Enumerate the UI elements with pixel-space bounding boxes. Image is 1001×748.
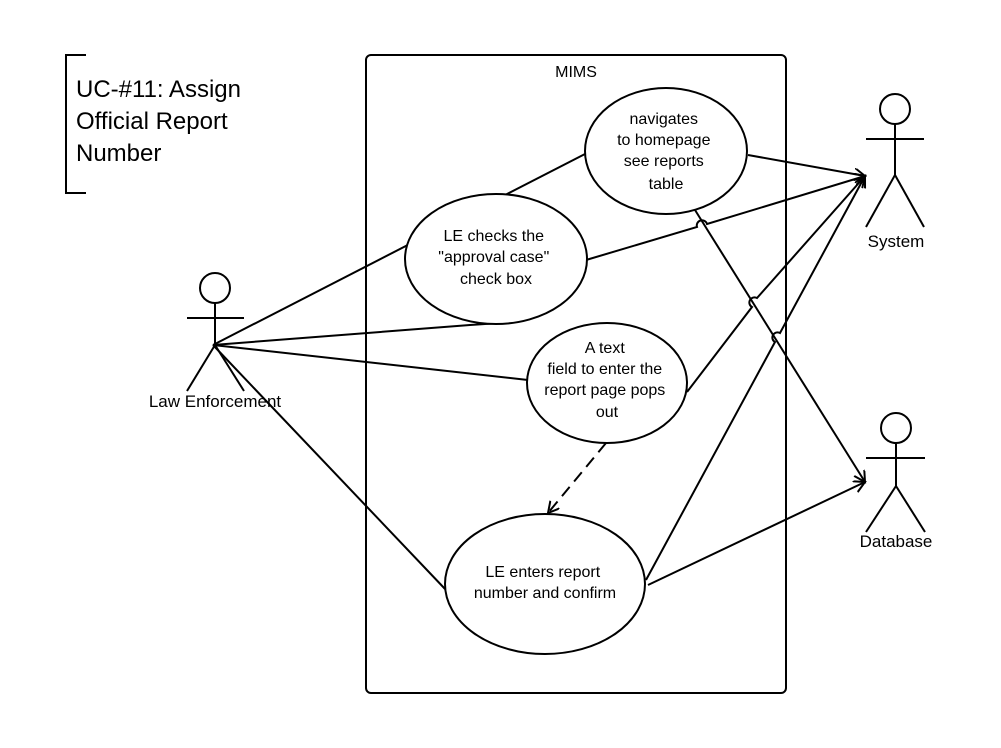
use-case-text-field-line-3: report page pops bbox=[544, 382, 665, 399]
use-case-text-field bbox=[526, 322, 688, 444]
diagram-title: UC-#11: Assign Official Report Number bbox=[76, 76, 248, 167]
association-text-field-system bbox=[686, 176, 865, 393]
association-le-enter-report bbox=[212, 344, 447, 591]
use-case-check-box-line-1: LE checks the bbox=[444, 228, 545, 245]
actor-database-label: Database bbox=[860, 532, 933, 551]
actor-system: System bbox=[865, 93, 925, 251]
title-bracket bbox=[65, 54, 86, 194]
use-case-navigate-line-4: table bbox=[649, 176, 684, 193]
actor-law-enforcement-head bbox=[199, 272, 231, 304]
use-case-navigate-line-1: navigates bbox=[630, 111, 699, 128]
use-case-navigate-line-2: to homepage bbox=[617, 132, 711, 149]
system-boundary-label: MIMS bbox=[555, 64, 597, 81]
actor-law-enforcement-label: Law Enforcement bbox=[149, 392, 282, 411]
actor-database-head bbox=[880, 412, 912, 444]
actor-database-leg-left bbox=[865, 485, 897, 533]
use-case-text-field-line-1: A text bbox=[585, 340, 626, 357]
use-case-enter-report-text: LE enters report number and confirm bbox=[474, 564, 616, 602]
use-case-check-box-line-2: "approval case" bbox=[438, 249, 549, 266]
use-case-enter-report bbox=[444, 513, 646, 655]
association-enter-report-database bbox=[647, 482, 865, 586]
use-case-navigate-line-3: see reports bbox=[624, 153, 704, 170]
association-navigate-database bbox=[694, 209, 865, 482]
use-case-check-box-text: LE checks the "approval case" check box bbox=[438, 228, 553, 288]
use-case-enter-report-line-1: LE enters report bbox=[485, 564, 600, 581]
actor-law-enforcement-leg-left bbox=[186, 344, 216, 392]
title-line-1: UC-#11: Assign bbox=[76, 76, 241, 103]
use-case-navigate-text: navigates to homepage see reports table bbox=[617, 111, 715, 193]
actor-system-leg-right bbox=[894, 174, 925, 228]
actor-law-enforcement: Law Enforcement bbox=[149, 272, 282, 411]
actor-system-leg-left bbox=[865, 174, 896, 228]
actor-system-label: System bbox=[868, 232, 925, 251]
association-le-navigate bbox=[212, 153, 586, 346]
actor-database: Database bbox=[860, 412, 933, 551]
use-case-check-box-line-3: check box bbox=[460, 271, 532, 288]
title-line-2: Official Report bbox=[76, 108, 228, 135]
use-case-text-field-line-2: field to enter the bbox=[547, 361, 662, 378]
actor-database-leg-right bbox=[895, 485, 926, 533]
use-case-navigate bbox=[584, 87, 748, 215]
association-navigate-system bbox=[747, 154, 865, 176]
use-case-check-box bbox=[404, 193, 588, 325]
use-case-text-field-line-4: out bbox=[596, 404, 619, 421]
dependency-text-field-enter-report bbox=[548, 442, 607, 513]
association-le-text-field bbox=[212, 344, 529, 381]
use-case-enter-report-line-2: number and confirm bbox=[474, 585, 616, 602]
use-case-text-field-text: A text field to enter the report page po… bbox=[544, 340, 669, 421]
actor-system-head bbox=[879, 93, 911, 125]
actor-law-enforcement-leg-right bbox=[214, 344, 245, 392]
title-line-3: Number bbox=[76, 140, 161, 167]
